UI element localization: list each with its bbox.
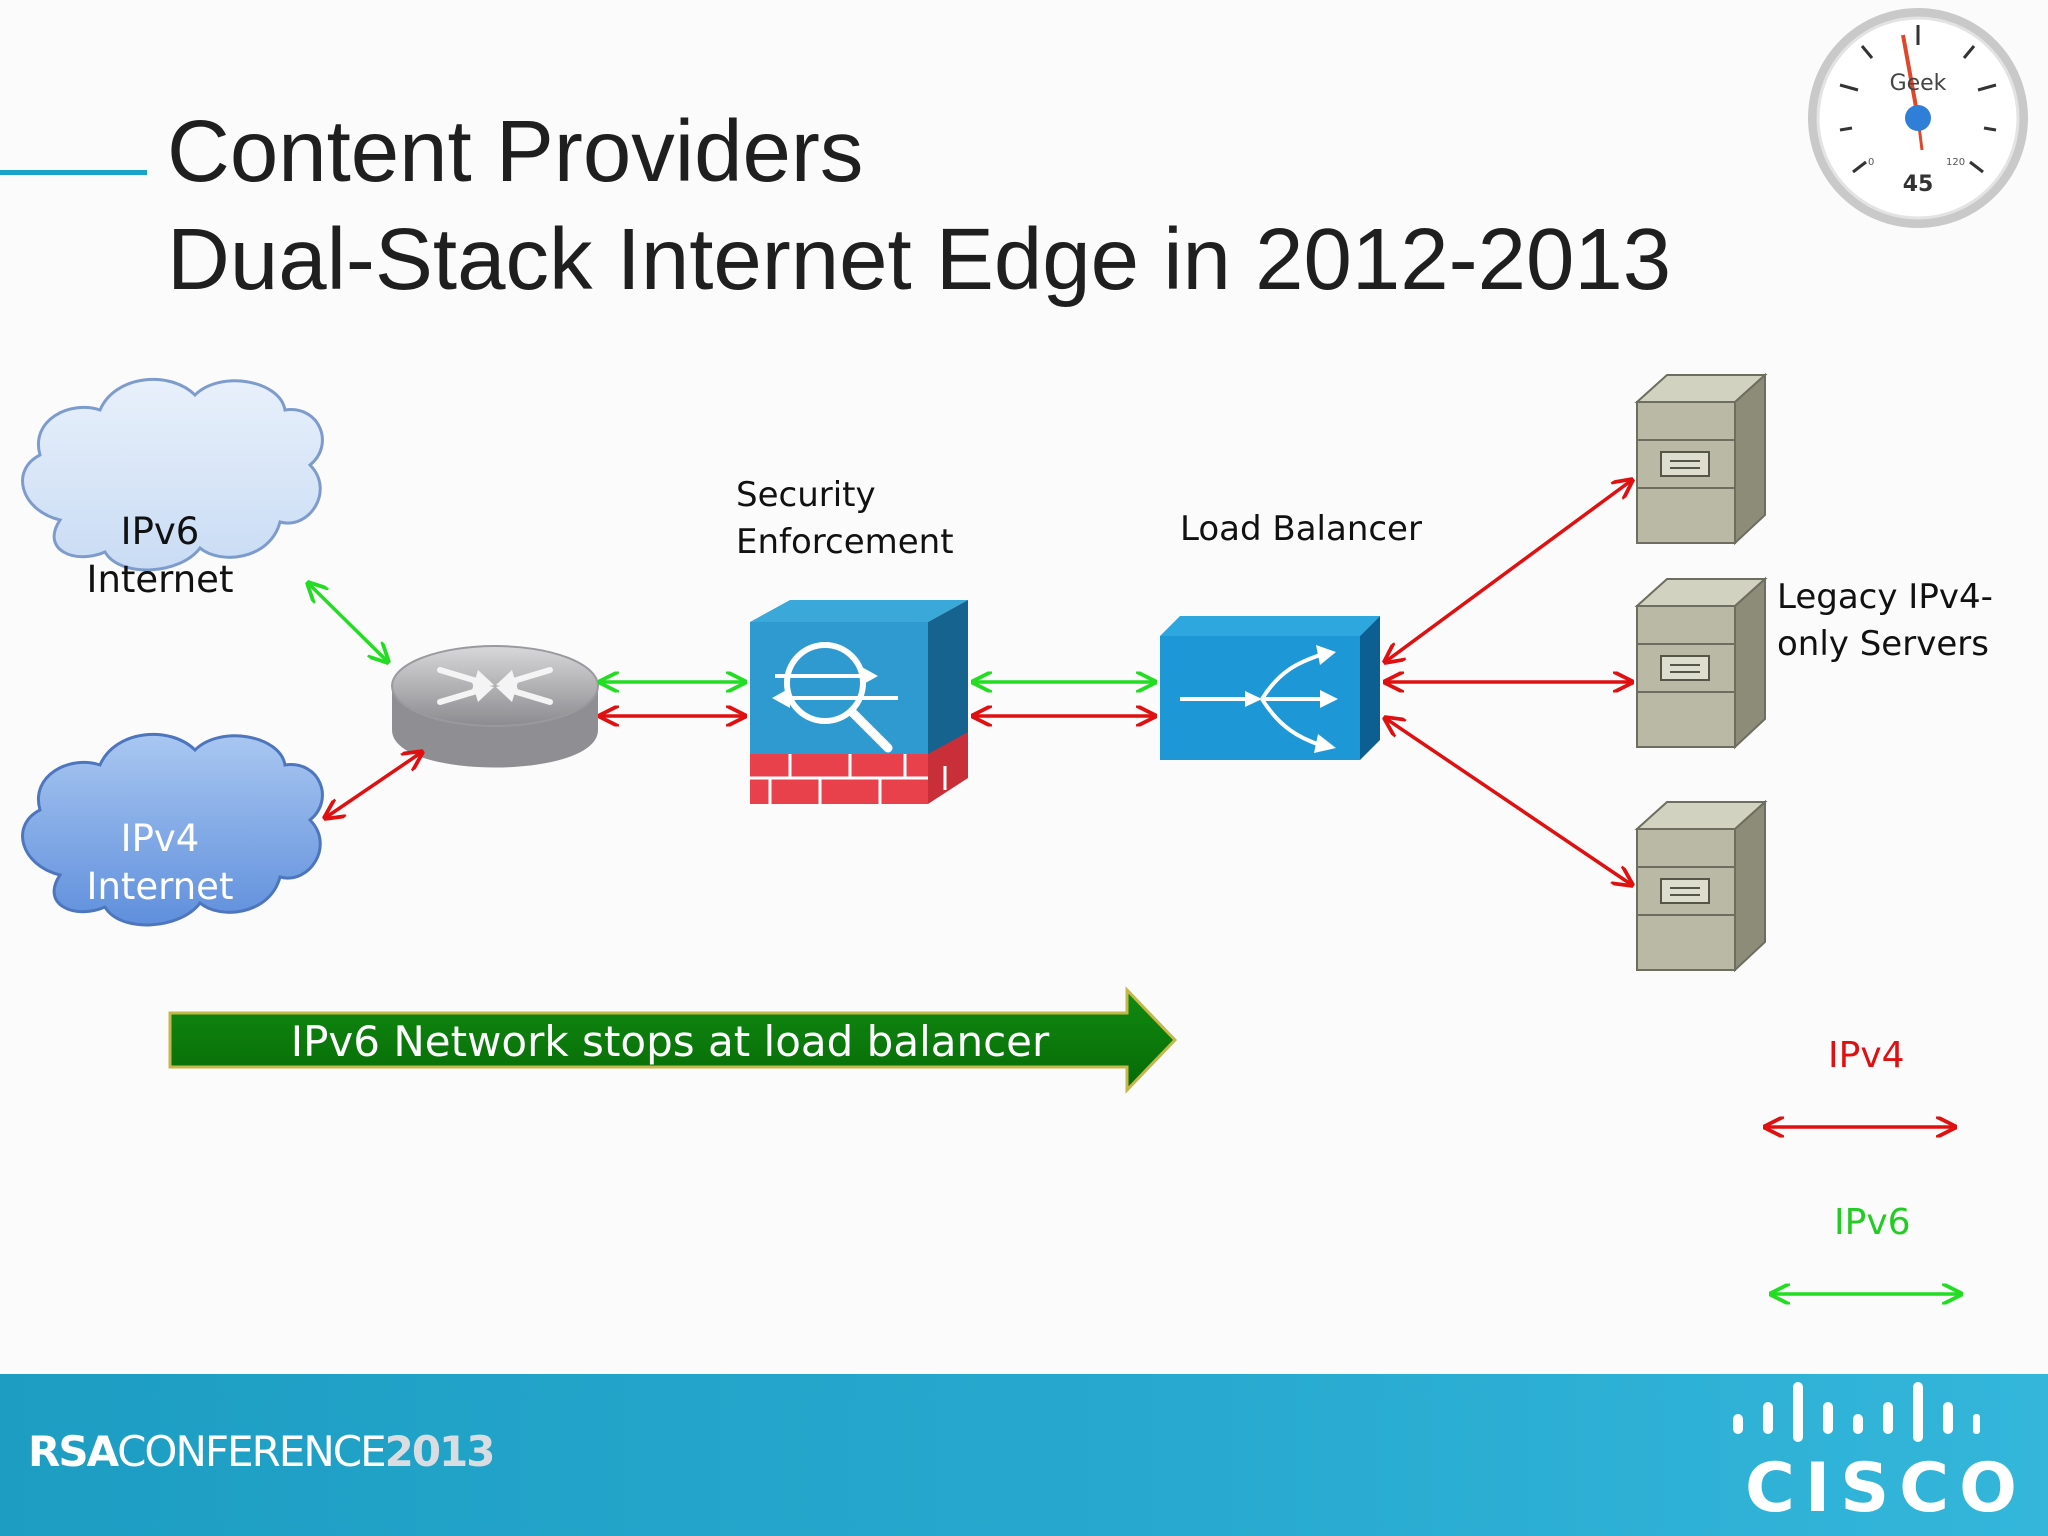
ipv4-cloud-line1: IPv4 [120, 817, 200, 860]
geek-badge-label: Geek [1889, 71, 1947, 96]
firewall-icon [750, 600, 968, 804]
ipv4-cloud-line2: Internet [86, 865, 234, 908]
server-top-icon [1634, 372, 1768, 546]
geek-badge-scale-max: 120 [1946, 157, 1966, 168]
load-balancer-label: Load Balancer [1180, 509, 1422, 549]
rsa-logo-bold: RSA [28, 1427, 119, 1476]
geek-badge-value: 45 [1902, 172, 1934, 197]
legend-ipv6-label: IPv6 [1834, 1202, 1911, 1243]
ipv6-cloud-line2: Internet [86, 558, 234, 601]
ipv6-cloud-line1: IPv6 [120, 510, 200, 553]
ipv6-link-cloud-router [308, 583, 388, 662]
security-label-line1: Security [736, 475, 876, 515]
geek-badge-scale-min: 0 [1868, 157, 1875, 168]
ipv6-banner-text: IPv6 Network stops at load balancer [290, 1017, 1050, 1066]
rsa-logo-year: 2013 [384, 1427, 496, 1476]
footer-band [0, 1374, 2048, 1536]
ipv6-cloud-icon [21, 377, 324, 572]
server-middle-icon [1634, 576, 1768, 750]
cisco-logo-text: CISCO [1745, 1449, 2027, 1528]
cisco-bars-icon [1733, 1382, 1980, 1442]
geek-gauge-badge [1808, 8, 2028, 228]
ipv4-link-lb-server-top [1385, 480, 1632, 662]
router-icon [391, 645, 599, 768]
security-label-line2: Enforcement [736, 522, 954, 562]
servers-label-line1: Legacy IPv4- [1777, 577, 1993, 617]
load-balancer-icon [1160, 616, 1380, 760]
rsa-conference-logo: RSACONFERENCE2013 [28, 1427, 496, 1476]
ipv4-cloud-icon [21, 732, 324, 927]
slide-title-line1: Content Providers [167, 103, 864, 200]
ipv4-link-lb-server-bottom [1385, 718, 1632, 885]
slide-title-line2: Dual-Stack Internet Edge in 2012-2013 [167, 211, 1672, 308]
servers-label-line2: only Servers [1777, 624, 1989, 664]
ipv6-banner-arrow [168, 986, 1178, 1094]
server-bottom-icon [1634, 799, 1768, 973]
legend-ipv4-label: IPv4 [1828, 1035, 1905, 1076]
ipv4-link-cloud-router [325, 752, 422, 818]
title-accent-line [0, 170, 147, 175]
rsa-logo-conference: CONFERENCE [117, 1427, 386, 1476]
